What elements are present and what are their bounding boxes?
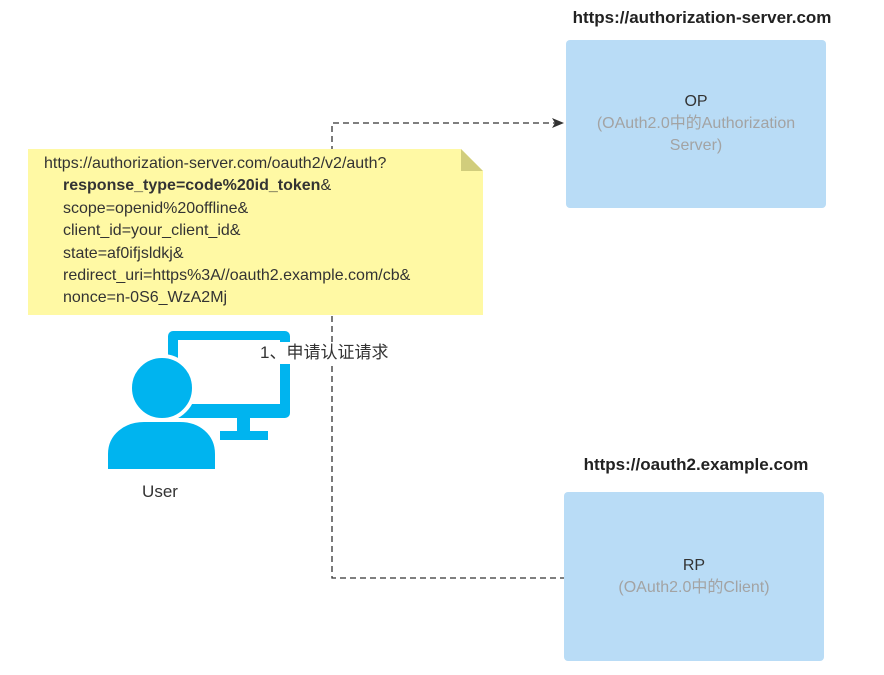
note-redirect-uri-line: redirect_uri=https%3A//oauth2.example.co…: [63, 267, 411, 285]
note-nonce-line: nonce=n-0S6_WzA2Mj: [63, 289, 228, 307]
note-response-type-amp: &: [320, 177, 332, 195]
rp-title: RP: [682, 556, 706, 574]
note-client-id-line: client_id=your_client_id&: [63, 222, 241, 240]
user-label: User: [142, 482, 178, 501]
note-url-line: https://authorization-server.com/oauth2/…: [44, 155, 387, 172]
request-note: https://authorization-server.com/oauth2/…: [28, 149, 483, 315]
note-response-type-line: response_type=code%20id_token&: [44, 175, 410, 197]
step1-label: 1、申请认证请求: [260, 342, 389, 364]
op-domain-label: https://authorization-server.com: [572, 8, 832, 27]
op-title: OP: [684, 93, 708, 110]
rp-box[interactable]: RP (OAuth2.0中的Client): [564, 492, 824, 661]
rp-subtitle: (OAuth2.0中的Client): [618, 578, 770, 596]
note-response-type-value: response_type=code%20id_token: [63, 177, 321, 195]
note-text: https://authorization-server.com/oauth2/…: [44, 153, 410, 310]
user-at-computer-icon: [104, 331, 290, 473]
op-subtitle-line2: Server): [669, 137, 723, 154]
rp-domain-label: https://oauth2.example.com: [583, 455, 809, 474]
note-scope-line: scope=openid%20offline&: [63, 199, 249, 217]
note-state-line: state=af0ifjsldkj&: [63, 244, 184, 262]
note-shape: [28, 149, 483, 315]
op-box[interactable]: OP (OAuth2.0中的Authorization Server): [566, 40, 826, 208]
op-subtitle-line1: (OAuth2.0中的Authorization: [596, 115, 796, 132]
